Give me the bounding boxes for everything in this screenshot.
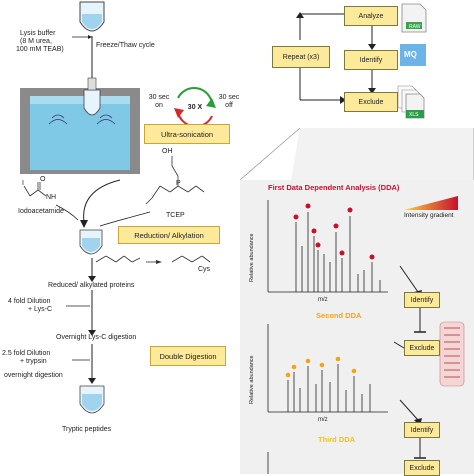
identify-box: Identify <box>344 50 398 70</box>
sec-on-label-1: 30 sec <box>148 94 170 101</box>
identify-box-2: Identify <box>404 422 440 438</box>
dilution25-label-1: 2.5 fold Dilution <box>2 350 51 357</box>
intensity-gradient-icon <box>404 196 458 210</box>
x-axis-label-2: m/z <box>318 417 328 423</box>
exclude-box: Exclude <box>344 92 398 112</box>
dda-title-3: Third DDA <box>318 435 356 444</box>
lysis-label-2: (8 M urea, <box>20 38 52 45</box>
protein-structure <box>95 255 211 263</box>
raw-file-label: RAW <box>409 24 421 30</box>
overnight-label: overnight digestion <box>4 372 63 379</box>
analyze-box: Analyze <box>344 6 398 26</box>
dda-title-1: First Data Dependent Analysis (DDA) <box>268 183 400 192</box>
iodoacetamide-label: Iodoacetamide <box>18 208 64 215</box>
chem-nh2-label: NH <box>46 194 57 201</box>
xls-file-label: XLS <box>409 112 419 118</box>
chem-cys-label: Cys <box>198 266 211 273</box>
lysis-label-1: Lysis buffer <box>20 30 56 37</box>
exclusion-list <box>439 321 465 387</box>
lysis-label-3: 100 mM TEAB) <box>16 46 64 53</box>
mq-file-icon <box>400 44 426 66</box>
sonicator-bath-icon <box>20 77 140 174</box>
mq-file-label: MQ <box>404 50 417 59</box>
iodoacetamide-structure <box>23 182 47 197</box>
y-axis-label-2: Relative abundance <box>249 355 255 404</box>
identify-box-1: Identify <box>404 292 440 308</box>
tcep-label: TCEP <box>166 212 185 219</box>
intensity-gradient-label: Intensity gradient <box>404 212 454 219</box>
sec-on-label-2: on <box>155 102 163 109</box>
lysc-digestion-label: Overnight Lys-C digestion <box>56 334 137 341</box>
spectrum-icon <box>267 324 388 413</box>
dilution4-label-1: 4 fold Dilution <box>8 298 51 305</box>
tcep-structure <box>145 156 205 205</box>
dilution25-label-2: + trypsin <box>20 358 47 365</box>
reduced-proteins-label: Reduced/ alkylated proteins <box>48 282 135 289</box>
spectrum-icon <box>267 200 388 293</box>
sec-off-label-2: off <box>225 102 233 109</box>
y-axis-label-1: Relative abundance <box>249 233 255 282</box>
chem-p-label: P <box>176 180 181 187</box>
tube-icon <box>79 1 105 32</box>
repeat-30x-label: 30 X <box>187 104 203 111</box>
chem-oh-label: OH <box>162 148 173 155</box>
xls-file-icon <box>397 85 425 119</box>
tube-icon <box>79 385 105 414</box>
dilution4-label-2: + Lys-C <box>28 306 53 313</box>
sec-off-label-1: 30 sec <box>218 94 240 101</box>
tryptic-peptides-label: Tryptic peptides <box>62 426 112 433</box>
dda-title-2: Second DDA <box>316 311 362 320</box>
exclude-box-1: Exclude <box>404 340 440 356</box>
reduction-alkylation-box: Reduction/ Alkylation <box>118 226 220 244</box>
raw-file-icon <box>401 3 427 33</box>
x-axis-label-1: m/z <box>318 297 328 303</box>
ultrasonication-box: Ultra-sonication <box>144 124 230 144</box>
chem-i-label: I <box>22 180 24 187</box>
tube-icon <box>79 229 103 255</box>
freeze-thaw-label: Freeze/Thaw cycle <box>96 42 155 49</box>
chem-o-label: O <box>40 176 46 183</box>
repeat-box: Repeat (x3) <box>272 46 330 68</box>
double-digestion-box: Double Digestion <box>150 346 226 366</box>
